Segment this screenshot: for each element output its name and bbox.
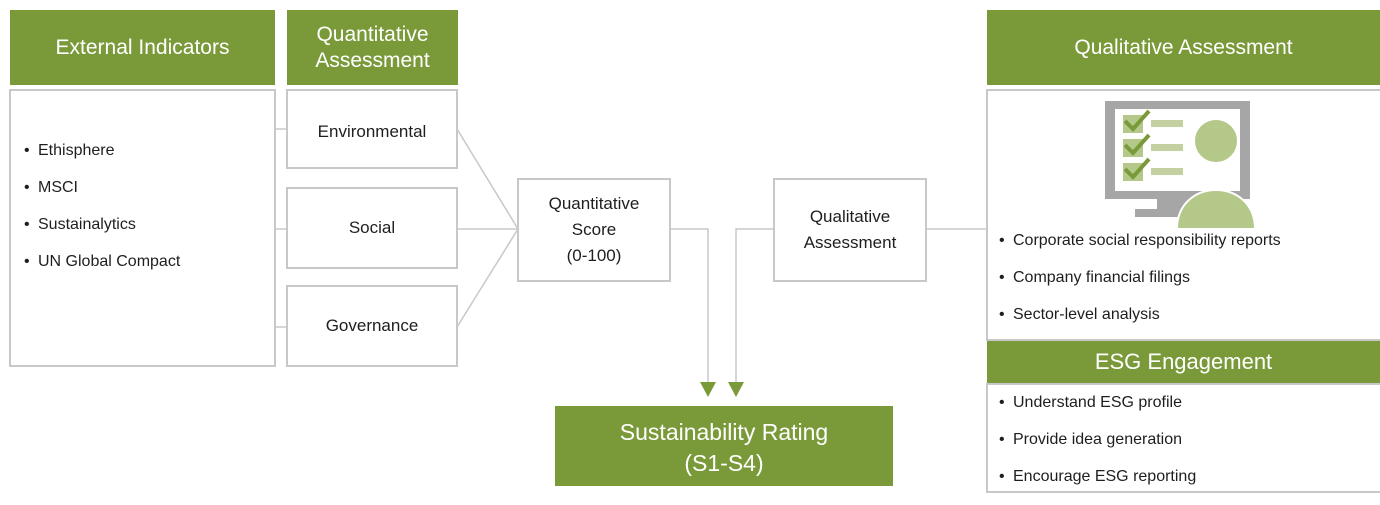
external-indicators-list: Ethisphere MSCI Sustainalytics UN Global… [24, 142, 180, 290]
list-item: Ethisphere [24, 142, 180, 179]
qualitative-assessment-list: Corporate social responsibility reports … [999, 232, 1281, 343]
external-indicators-panel: Ethisphere MSCI Sustainalytics UN Global… [9, 89, 276, 367]
list-item: Corporate social responsibility reports [999, 232, 1281, 269]
qualitative-assessment-header: Qualitative Assessment [987, 10, 1380, 85]
qualitative-box-line1: Qualitative [809, 207, 891, 226]
arrow-head-right [728, 382, 744, 397]
esg-engagement-title: ESG Engagement [1094, 349, 1273, 374]
qualitative-assessment-title: Qualitative Assessment [1074, 35, 1293, 59]
list-item: Provide idea generation [999, 431, 1196, 468]
checklist-person-icon [1105, 101, 1255, 229]
sustainability-rating-line1: Sustainability Rating [619, 419, 829, 445]
list-item: Company financial filings [999, 269, 1281, 306]
quantitative-score-line1: Quantitative [548, 194, 640, 213]
list-item: Sustainalytics [24, 216, 180, 253]
connector-governance-score [456, 228, 519, 328]
qualitative-box-line2: Assessment [803, 233, 897, 252]
connector-lines [275, 128, 987, 397]
arrow-head-left [700, 382, 716, 397]
quantitative-assessment-title: Quantitative Assessment [315, 22, 430, 72]
environmental-box: Environmental [286, 89, 458, 169]
external-indicators-title: External Indicators [55, 35, 230, 59]
social-label: Social [348, 218, 396, 237]
environmental-label: Environmental [317, 122, 427, 141]
list-item: UN Global Compact [24, 253, 180, 290]
governance-box: Governance [286, 285, 458, 367]
connector-score-rating [670, 228, 709, 382]
qualitative-assessment-panel: Corporate social responsibility reports … [986, 89, 1380, 341]
quantitative-assessment-header: Quantitative Assessment [287, 10, 458, 85]
qualitative-assessment-box: Qualitative Assessment [773, 178, 927, 282]
social-box: Social [286, 187, 458, 269]
quantitative-score-line3: (0-100) [566, 246, 622, 265]
list-item: MSCI [24, 179, 180, 216]
quantitative-score-box: Quantitative Score (0-100) [517, 178, 671, 282]
sustainability-rating-line2: (S1-S4) [684, 450, 764, 476]
list-item: Sector-level analysis [999, 306, 1281, 343]
esg-engagement-header: ESG Engagement [987, 341, 1380, 383]
esg-engagement-list: Understand ESG profile Provide idea gene… [999, 394, 1196, 505]
list-item: Understand ESG profile [999, 394, 1196, 431]
sustainability-rating-header: Sustainability Rating (S1-S4) [555, 406, 893, 486]
esg-engagement-panel: Understand ESG profile Provide idea gene… [986, 383, 1380, 493]
quantitative-score-line2: Score [571, 220, 617, 239]
governance-label: Governance [325, 316, 419, 335]
external-indicators-header: External Indicators [10, 10, 275, 85]
connector-environmental-score [456, 128, 519, 230]
list-item: Encourage ESG reporting [999, 468, 1196, 505]
connector-qualitative-rating [735, 228, 774, 382]
